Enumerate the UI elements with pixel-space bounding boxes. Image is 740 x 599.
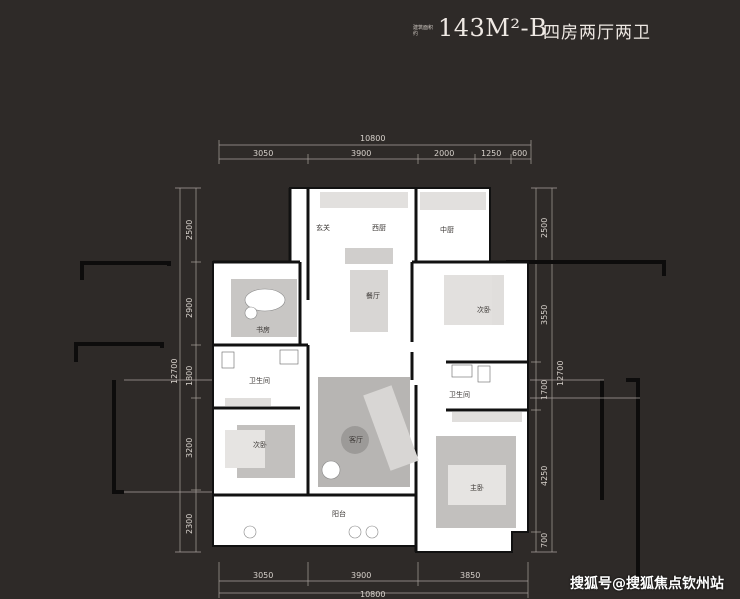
room-entry: 玄关 [316, 223, 330, 232]
right-dim-2: 3550 [540, 305, 549, 325]
left-dim-1: 2500 [185, 220, 194, 240]
room-bathroom-e: 卫生间 [449, 390, 470, 399]
room-western-kitchen: 西厨 [372, 224, 386, 232]
left-dim-2: 2900 [185, 298, 194, 318]
top-dimension [218, 140, 532, 164]
study-stool [244, 306, 258, 320]
wardrobe-master [452, 412, 522, 422]
bathroom-fixtures [221, 349, 491, 383]
top-total-dim: 10800 [360, 134, 385, 143]
room-master: 主卧 [470, 483, 484, 492]
right-dim-5: 700 [540, 533, 549, 548]
room-study: 书房 [256, 325, 270, 334]
exterior-thin-lines [124, 379, 640, 493]
top-dim-3: 2000 [434, 149, 454, 158]
layout-type: 四房两厅两卫 [543, 23, 651, 43]
wardrobe-w [225, 398, 271, 406]
area-code: 143M²-B [438, 14, 548, 42]
top-dim-5: 600 [512, 149, 527, 158]
room-living: 客厅 [349, 435, 363, 444]
top-dim-2: 3900 [351, 149, 371, 158]
top-dim-1: 3050 [253, 149, 273, 158]
left-dim-5: 2300 [185, 514, 194, 534]
bottom-total-dim: 10800 [360, 590, 385, 599]
watermark: 搜狐号@搜狐焦点钦州站 [570, 576, 724, 592]
kitchen-counter [320, 192, 408, 208]
bottom-dimension [218, 562, 529, 598]
balcony-chair-2 [348, 525, 362, 539]
wardrobe-ne [492, 275, 504, 325]
room-chinese-kitchen: 中厨 [440, 225, 454, 234]
sofa [363, 385, 419, 471]
chinese-kitchen-counter [420, 192, 486, 210]
left-dim-4: 3200 [185, 438, 194, 458]
top-dim-4: 1250 [481, 149, 501, 158]
room-dining: 餐厅 [366, 291, 380, 300]
bed-w [225, 430, 265, 468]
walls [213, 188, 528, 552]
bottom-dim-3: 3850 [460, 571, 480, 580]
bottom-dim-1: 3050 [253, 571, 273, 580]
left-total-dim: 12700 [170, 359, 179, 384]
sink-e [451, 364, 473, 378]
right-dim-3: 1700 [540, 380, 549, 400]
floor-patches [225, 192, 522, 539]
room-bedroom-w: 次卧 [253, 440, 267, 449]
study-chair [244, 288, 286, 312]
right-dimension [531, 187, 557, 553]
left-dim-3: 1800 [185, 366, 194, 386]
toilet-w [221, 351, 235, 369]
room-balcony: 阳台 [332, 509, 346, 518]
sink-w [279, 349, 299, 365]
armchair [321, 460, 341, 480]
coffee-table [341, 426, 369, 454]
island [345, 248, 393, 264]
right-dim-1: 2500 [540, 218, 549, 238]
balcony-chair-1 [243, 525, 257, 539]
balcony-chair-3 [365, 525, 379, 539]
room-bedroom-ne: 次卧 [477, 305, 491, 314]
exterior-markers [74, 260, 666, 582]
area-caption: 建筑面积约 [413, 25, 434, 37]
bed-master [448, 465, 506, 505]
room-bathroom-w: 卫生间 [249, 376, 270, 385]
left-dimension [175, 187, 201, 553]
right-dim-4: 4250 [540, 466, 549, 486]
dining-table [350, 270, 388, 332]
toilet-e [477, 365, 491, 383]
right-total-dim: 12700 [556, 361, 565, 386]
bottom-dim-2: 3900 [351, 571, 371, 580]
